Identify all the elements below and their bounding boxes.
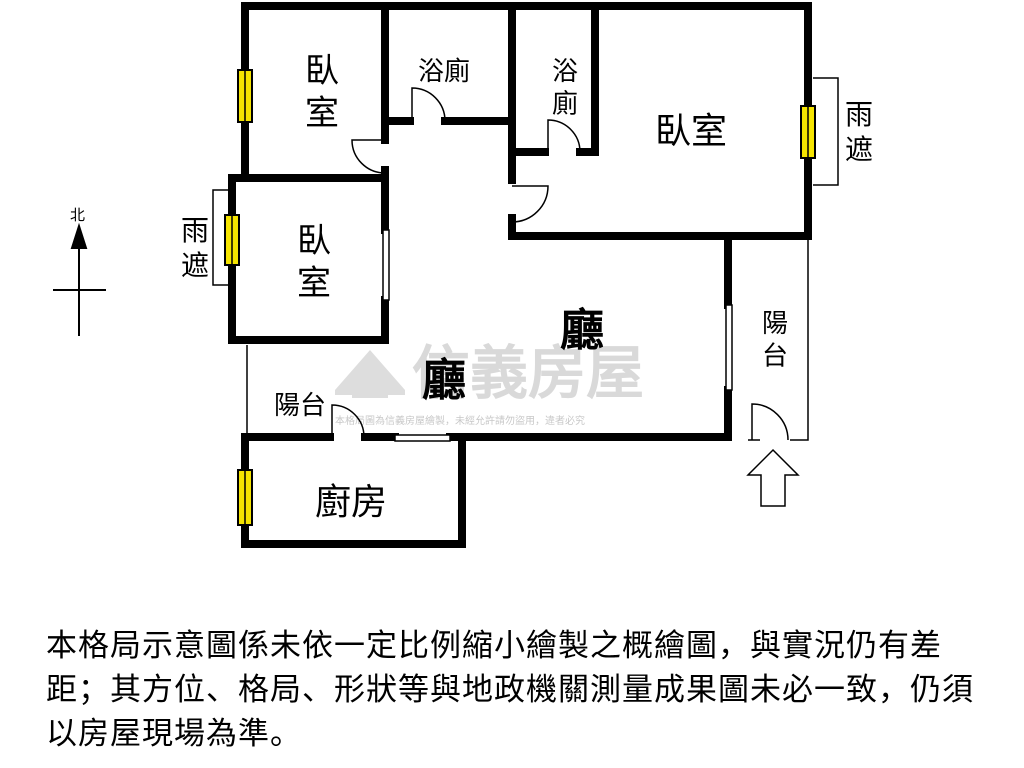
room-labels: 臥室 浴廁 浴廁 臥室 臥室 廳 廳 陽台 陽台 廚房 雨遮 雨遮 — [181, 51, 873, 523]
compass-north-label: 北 — [70, 206, 85, 224]
label-balcony-right: 陽台 — [762, 309, 788, 372]
watermark: 信義房屋 本格局圖為信義房屋繪製，未經允許請勿盜用，違者必究 — [335, 341, 644, 427]
door-bedroom-right — [511, 185, 549, 223]
label-bedroom-right: 臥室 — [655, 111, 727, 152]
door-entrance — [751, 403, 789, 441]
compass — [53, 222, 106, 336]
label-canopy-left: 雨遮 — [181, 214, 209, 282]
watermark-logo-icon — [335, 350, 405, 398]
door-bathroom-1 — [411, 87, 446, 122]
doors — [331, 87, 789, 441]
door-balcony-left — [331, 404, 365, 438]
door-bedroom-top-left — [351, 139, 386, 174]
label-bathroom-1: 浴廁 — [418, 57, 470, 87]
label-balcony-left: 陽台 — [274, 391, 326, 421]
walls — [228, 2, 812, 548]
disclaimer-text: 本格局示意圖係未依一定比例縮小繪製之概繪圖，與實況仍有差距；其方位、格局、形狀等… — [46, 628, 974, 752]
label-living-1: 廳 — [560, 305, 604, 356]
north-arrow-icon — [70, 222, 88, 249]
entrance-arrow-icon — [746, 448, 800, 507]
thin-lines — [212, 77, 839, 442]
door-bathroom-2 — [547, 119, 581, 153]
label-bedroom-middle: 臥室 — [297, 221, 331, 304]
label-bedroom-top-left: 臥室 — [305, 51, 339, 134]
watermark-notice: 本格局圖為信義房屋繪製，未經允許請勿盜用，違者必究 — [335, 414, 585, 427]
label-canopy-right: 雨遮 — [845, 98, 873, 166]
floor-plan: 信義房屋 本格局圖為信義房屋繪製，未經允許請勿盜用，違者必究 — [53, 2, 873, 548]
label-bathroom-2: 浴廁 — [552, 57, 578, 120]
watermark-brand: 信義房屋 — [412, 341, 644, 406]
label-kitchen: 廚房 — [315, 482, 387, 523]
label-living-2: 廳 — [422, 355, 466, 406]
